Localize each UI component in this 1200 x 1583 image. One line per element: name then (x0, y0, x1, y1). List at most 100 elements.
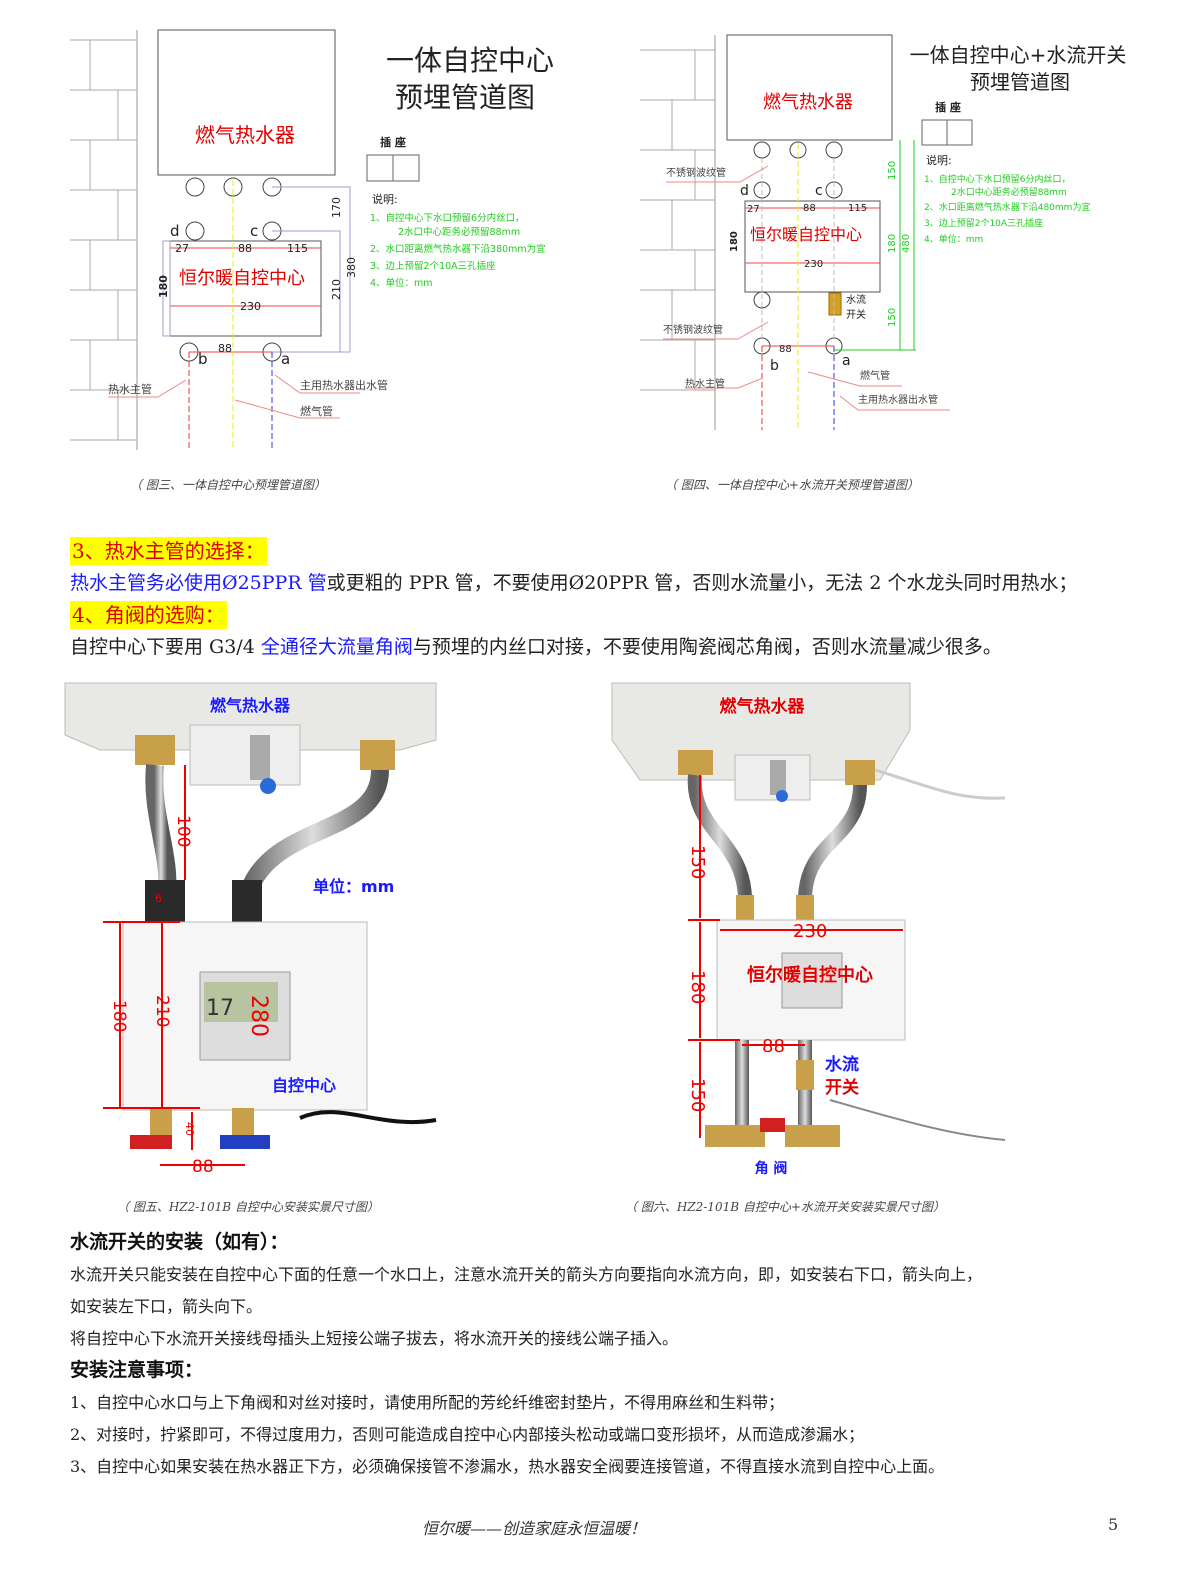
label-corrugated-top: 不锈钢波纹管 (666, 166, 726, 179)
dim-bottom-gap: 88 (218, 342, 232, 355)
figure-6-caption: （ 图六、HZ2-101B 自控中心+水流开关安装实景尺寸图） (625, 1200, 945, 1214)
note-1: 1、自控中心下水口预留6分内丝口， (370, 212, 525, 224)
label-outlet: 主用热水器出水管 (858, 393, 938, 406)
figure-3-title-1: 一体自控中心 (386, 44, 554, 77)
figure-4-diagram (640, 34, 973, 430)
dim-valve: 40 (183, 1122, 196, 1136)
figure-5-caption: （ 图五、HZ2-101B 自控中心安装实景尺寸图） (117, 1200, 379, 1214)
label-hot-main: 热水主管 (108, 382, 152, 396)
dim-left: 27 (747, 204, 760, 215)
dim-height: 180 (687, 970, 708, 1004)
note-item-3: 3、自控中心如果安装在热水器正下方，必须确保接管不渗漏水，热水器安全阀要连接管道… (70, 1457, 945, 1476)
dim-width: 230 (793, 921, 827, 942)
port-c: c (250, 222, 258, 240)
notes-title: 说明: (926, 153, 952, 167)
center-label: 恒尔暖自控中心 (750, 225, 862, 244)
dim-height: 180 (109, 1000, 129, 1032)
dim-height: 180 (157, 275, 170, 298)
dim-total: 380 (345, 257, 358, 278)
switch-label-1: 水流 (825, 1054, 859, 1075)
center-label: 恒尔暖自控中心 (179, 268, 305, 289)
switch-label-2: 开关 (825, 1077, 859, 1098)
dim-top: 100 (173, 815, 193, 847)
water-switch-line-3: 将自控中心下水流开关接线母插头上短接公端子拔去，将水流开关的接线公端子插入。 (70, 1329, 679, 1348)
section-4-heading: 4、角阀的选购： (70, 601, 227, 629)
heater-label: 燃气热水器 (763, 92, 853, 113)
dim-spacing: 88 (192, 1157, 214, 1177)
heater-label: 燃气热水器 (210, 696, 291, 715)
pipe-diagrams: 一体自控中心 预埋管道图 燃气热水器 恒尔暖自控中心 插 座 说明: 1、自控中… (70, 29, 1127, 450)
dim-box-h: 180 (887, 234, 898, 253)
note-item-1: 1、自控中心水口与上下角阀和对丝对接时，请使用所配的芳纶纤维密封垫片，不得用麻丝… (70, 1393, 785, 1412)
figure-3-diagram (70, 29, 420, 450)
dim-top-gap: 150 (887, 161, 898, 180)
dim-bottom: 150 (687, 1078, 708, 1112)
figure-4-caption: （ 图四、一体自控中心+水流开关预埋管道图） (665, 478, 919, 492)
note-2: 2、水口距离燃气热水器下沿380mm为宜 (370, 243, 546, 255)
dim-width: 230 (240, 300, 261, 313)
installation-photos: 17 100 6 180 210 280 40 88 燃气热水器 单位：mm 自… (64, 682, 1006, 1177)
dim-top: 150 (687, 845, 708, 879)
port-a: a (842, 353, 851, 369)
socket-label: 插 座 (935, 100, 961, 114)
figure-3-title-2: 预埋管道图 (395, 81, 535, 114)
dim-small: 6 (155, 892, 162, 905)
figure-3-caption: （ 图三、一体自控中心预埋管道图） (130, 478, 326, 492)
note-2: 2、水口距离燃气热水器下沿480mm为宜 (924, 201, 1090, 213)
dim-bottom-gap: 88 (779, 344, 792, 355)
switch-label-1: 水流 (846, 293, 866, 306)
center-label: 自控中心 (272, 1076, 336, 1095)
note-3: 3、边上预留2个10A三孔插座 (370, 260, 496, 272)
heater-label: 燃气热水器 (720, 696, 806, 717)
figure-4-title-1: 一体自控中心+水流开关 (910, 43, 1127, 67)
socket-label: 插 座 (380, 135, 406, 149)
section-3-text: 热水主管务必使用Ø25PPR 管或更粗的 PPR 管，不要使用Ø20PPR 管，… (70, 572, 1078, 594)
note-4: 4、单位：mm (370, 277, 433, 289)
dim-screen: 280 (246, 995, 271, 1037)
page-number: 5 (1108, 1515, 1119, 1534)
label-gas: 燃气管 (300, 404, 333, 418)
center-label: 恒尔暖自控中心 (747, 964, 873, 986)
note-1: 1、自控中心下水口预留6分内丝口， (924, 173, 1070, 185)
dim-width: 230 (804, 259, 823, 270)
note-3: 3、边上预留2个10A三孔插座 (924, 217, 1043, 229)
dim-height: 180 (729, 231, 740, 252)
dim-box-h: 210 (152, 995, 172, 1027)
dim-total: 480 (901, 234, 912, 253)
switch-label-2: 开关 (846, 308, 866, 321)
note-1b: 2水口中心距务必预留88mm (951, 186, 1067, 198)
unit-label: 单位：mm (313, 877, 394, 896)
figure-5-photo: 17 100 6 180 210 280 40 88 燃气热水器 单位：mm 自… (64, 682, 437, 1177)
note-4: 4、单位：mm (924, 233, 983, 245)
port-a: a (281, 350, 290, 368)
dim-right: 115 (848, 203, 867, 214)
water-switch-line-2: 如安装左下口，箭头向下。 (70, 1297, 263, 1316)
port-b: b (770, 358, 779, 374)
water-switch-heading: 水流开关的安装（如有）： (70, 1231, 289, 1253)
dim-mid: 88 (803, 203, 816, 214)
figure-6-photo: 150 230 180 88 150 燃气热水器 恒尔暖自控中心 水流 开关 角… (611, 682, 1006, 1177)
label-hot-main: 热水主管 (685, 377, 725, 390)
notes-heading: 安装注意事项： (70, 1359, 204, 1381)
valve-label: 角 阀 (755, 1160, 788, 1177)
display-value: 17 (206, 996, 234, 1021)
dim-box-h: 210 (330, 279, 343, 300)
label-outlet: 主用热水器出水管 (300, 378, 388, 392)
heater-label: 燃气热水器 (195, 123, 295, 147)
dim-top-gap: 170 (330, 197, 343, 218)
label-gas: 燃气管 (860, 369, 890, 382)
note-item-2: 2、对接时，拧紧即可，不得过度用力，否则可能造成自控中心内部接头松动或端口变形损… (70, 1425, 865, 1444)
footer-slogan: 恒尔暖——创造家庭永恒温暖！ (422, 1519, 647, 1538)
label-corrugated-bottom: 不锈钢波纹管 (663, 323, 723, 336)
dim-left: 27 (175, 242, 189, 255)
dim-mid: 88 (238, 242, 252, 255)
note-1b: 2水口中心距务必预留88mm (398, 226, 520, 238)
water-switch-line-1: 水流开关只能安装在自控中心下面的任意一个水口上，注意水流开关的箭头方向要指向水流… (70, 1265, 983, 1284)
port-c: c (815, 183, 823, 199)
dim-spacing: 88 (762, 1036, 785, 1057)
dim-right: 115 (287, 242, 308, 255)
port-d: d (170, 222, 180, 240)
dim-lower-gap: 150 (887, 308, 898, 327)
notes-title: 说明: (372, 192, 398, 206)
